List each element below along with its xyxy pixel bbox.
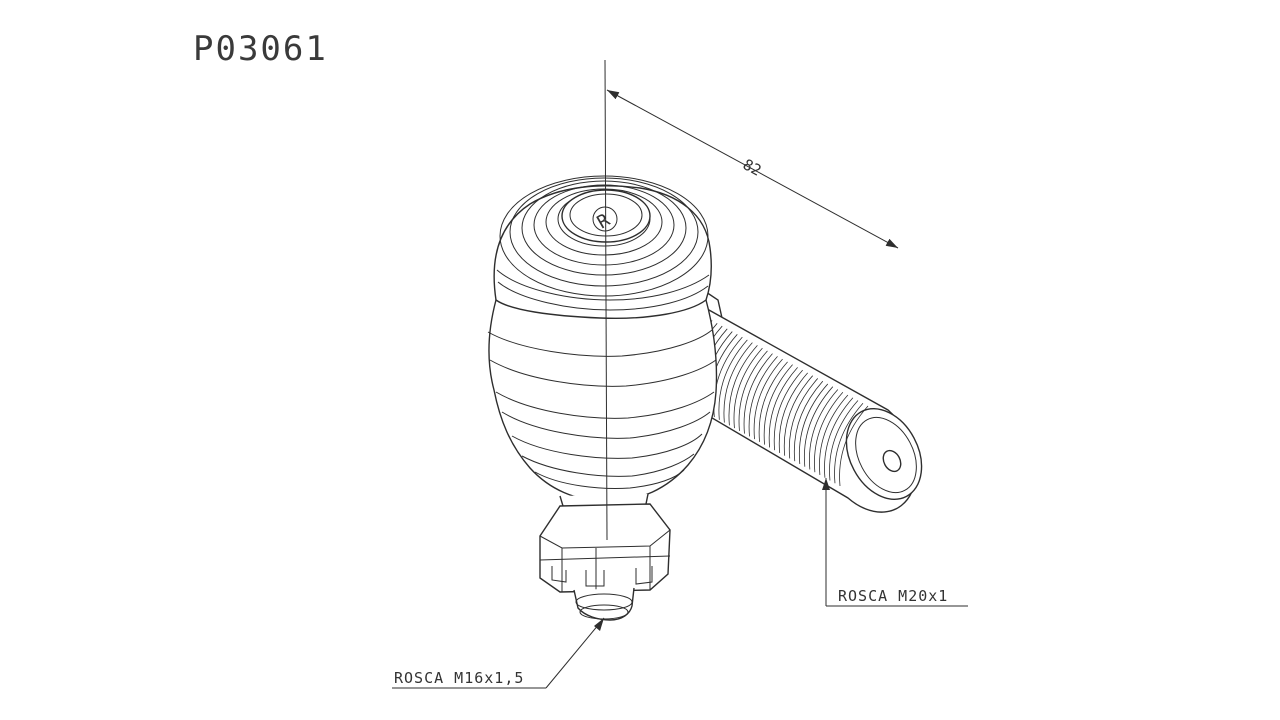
callout-shank-thread: ROSCA M20x1 (822, 478, 968, 607)
thread-line (723, 342, 753, 423)
stud-thread-label: ROSCA M16x1,5 (394, 669, 524, 687)
thread-line (753, 358, 783, 440)
thread-line (743, 353, 773, 434)
thread-line (738, 350, 768, 431)
thread-line (803, 386, 834, 467)
socket-housing: R (487, 175, 718, 503)
thread-line (763, 364, 793, 445)
thread-line (788, 378, 819, 459)
dimension-value: 82 (740, 155, 764, 179)
thread-line (778, 372, 808, 453)
thread-line (718, 339, 748, 420)
thread-line (733, 347, 763, 429)
thread-line (748, 356, 778, 437)
thread-line (798, 383, 829, 464)
thread-line (783, 375, 814, 456)
stud-and-nut (539, 493, 671, 621)
part-number: P03061 (193, 29, 328, 69)
thread-line (793, 380, 824, 462)
thread-line (829, 400, 859, 481)
thread-line (839, 405, 869, 487)
thread-line (834, 402, 864, 484)
thread-line (758, 361, 788, 442)
thread-line (819, 394, 849, 476)
thread-line (773, 369, 803, 451)
center-axis (604, 59, 608, 541)
callout-stud-thread: ROSCA M16x1,5 (392, 617, 605, 689)
thread-line (824, 397, 854, 478)
thread-line (814, 391, 844, 473)
thread-line (808, 389, 839, 470)
shank-thread-label: ROSCA M20x1 (838, 587, 948, 605)
thread-line (728, 345, 758, 426)
thread-line (768, 367, 798, 448)
